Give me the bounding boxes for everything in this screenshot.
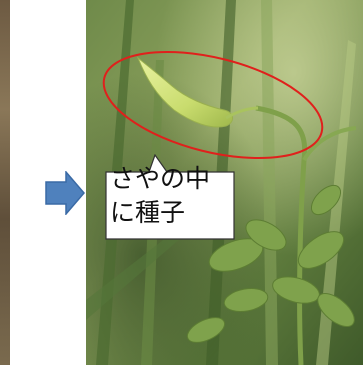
callout-label: さやの中 に種子 bbox=[110, 162, 232, 230]
callout-line-1: さやの中 bbox=[110, 164, 211, 193]
previous-photo-edge bbox=[0, 0, 10, 365]
callout-line-2: に種子 bbox=[110, 198, 186, 227]
arrow-right-icon bbox=[44, 169, 86, 217]
callout-box bbox=[105, 154, 235, 240]
